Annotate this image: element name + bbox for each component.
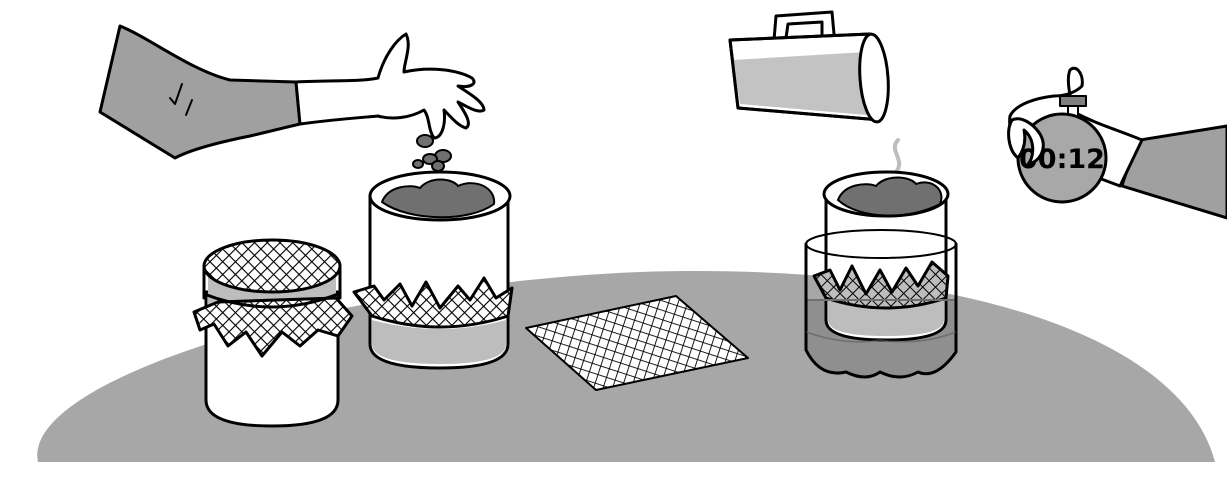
beaker-with-jar [806, 172, 956, 377]
falling-soil [413, 135, 451, 171]
pitcher-icon [730, 12, 891, 123]
jar-covered [194, 240, 352, 426]
jar-with-soil [354, 172, 512, 368]
